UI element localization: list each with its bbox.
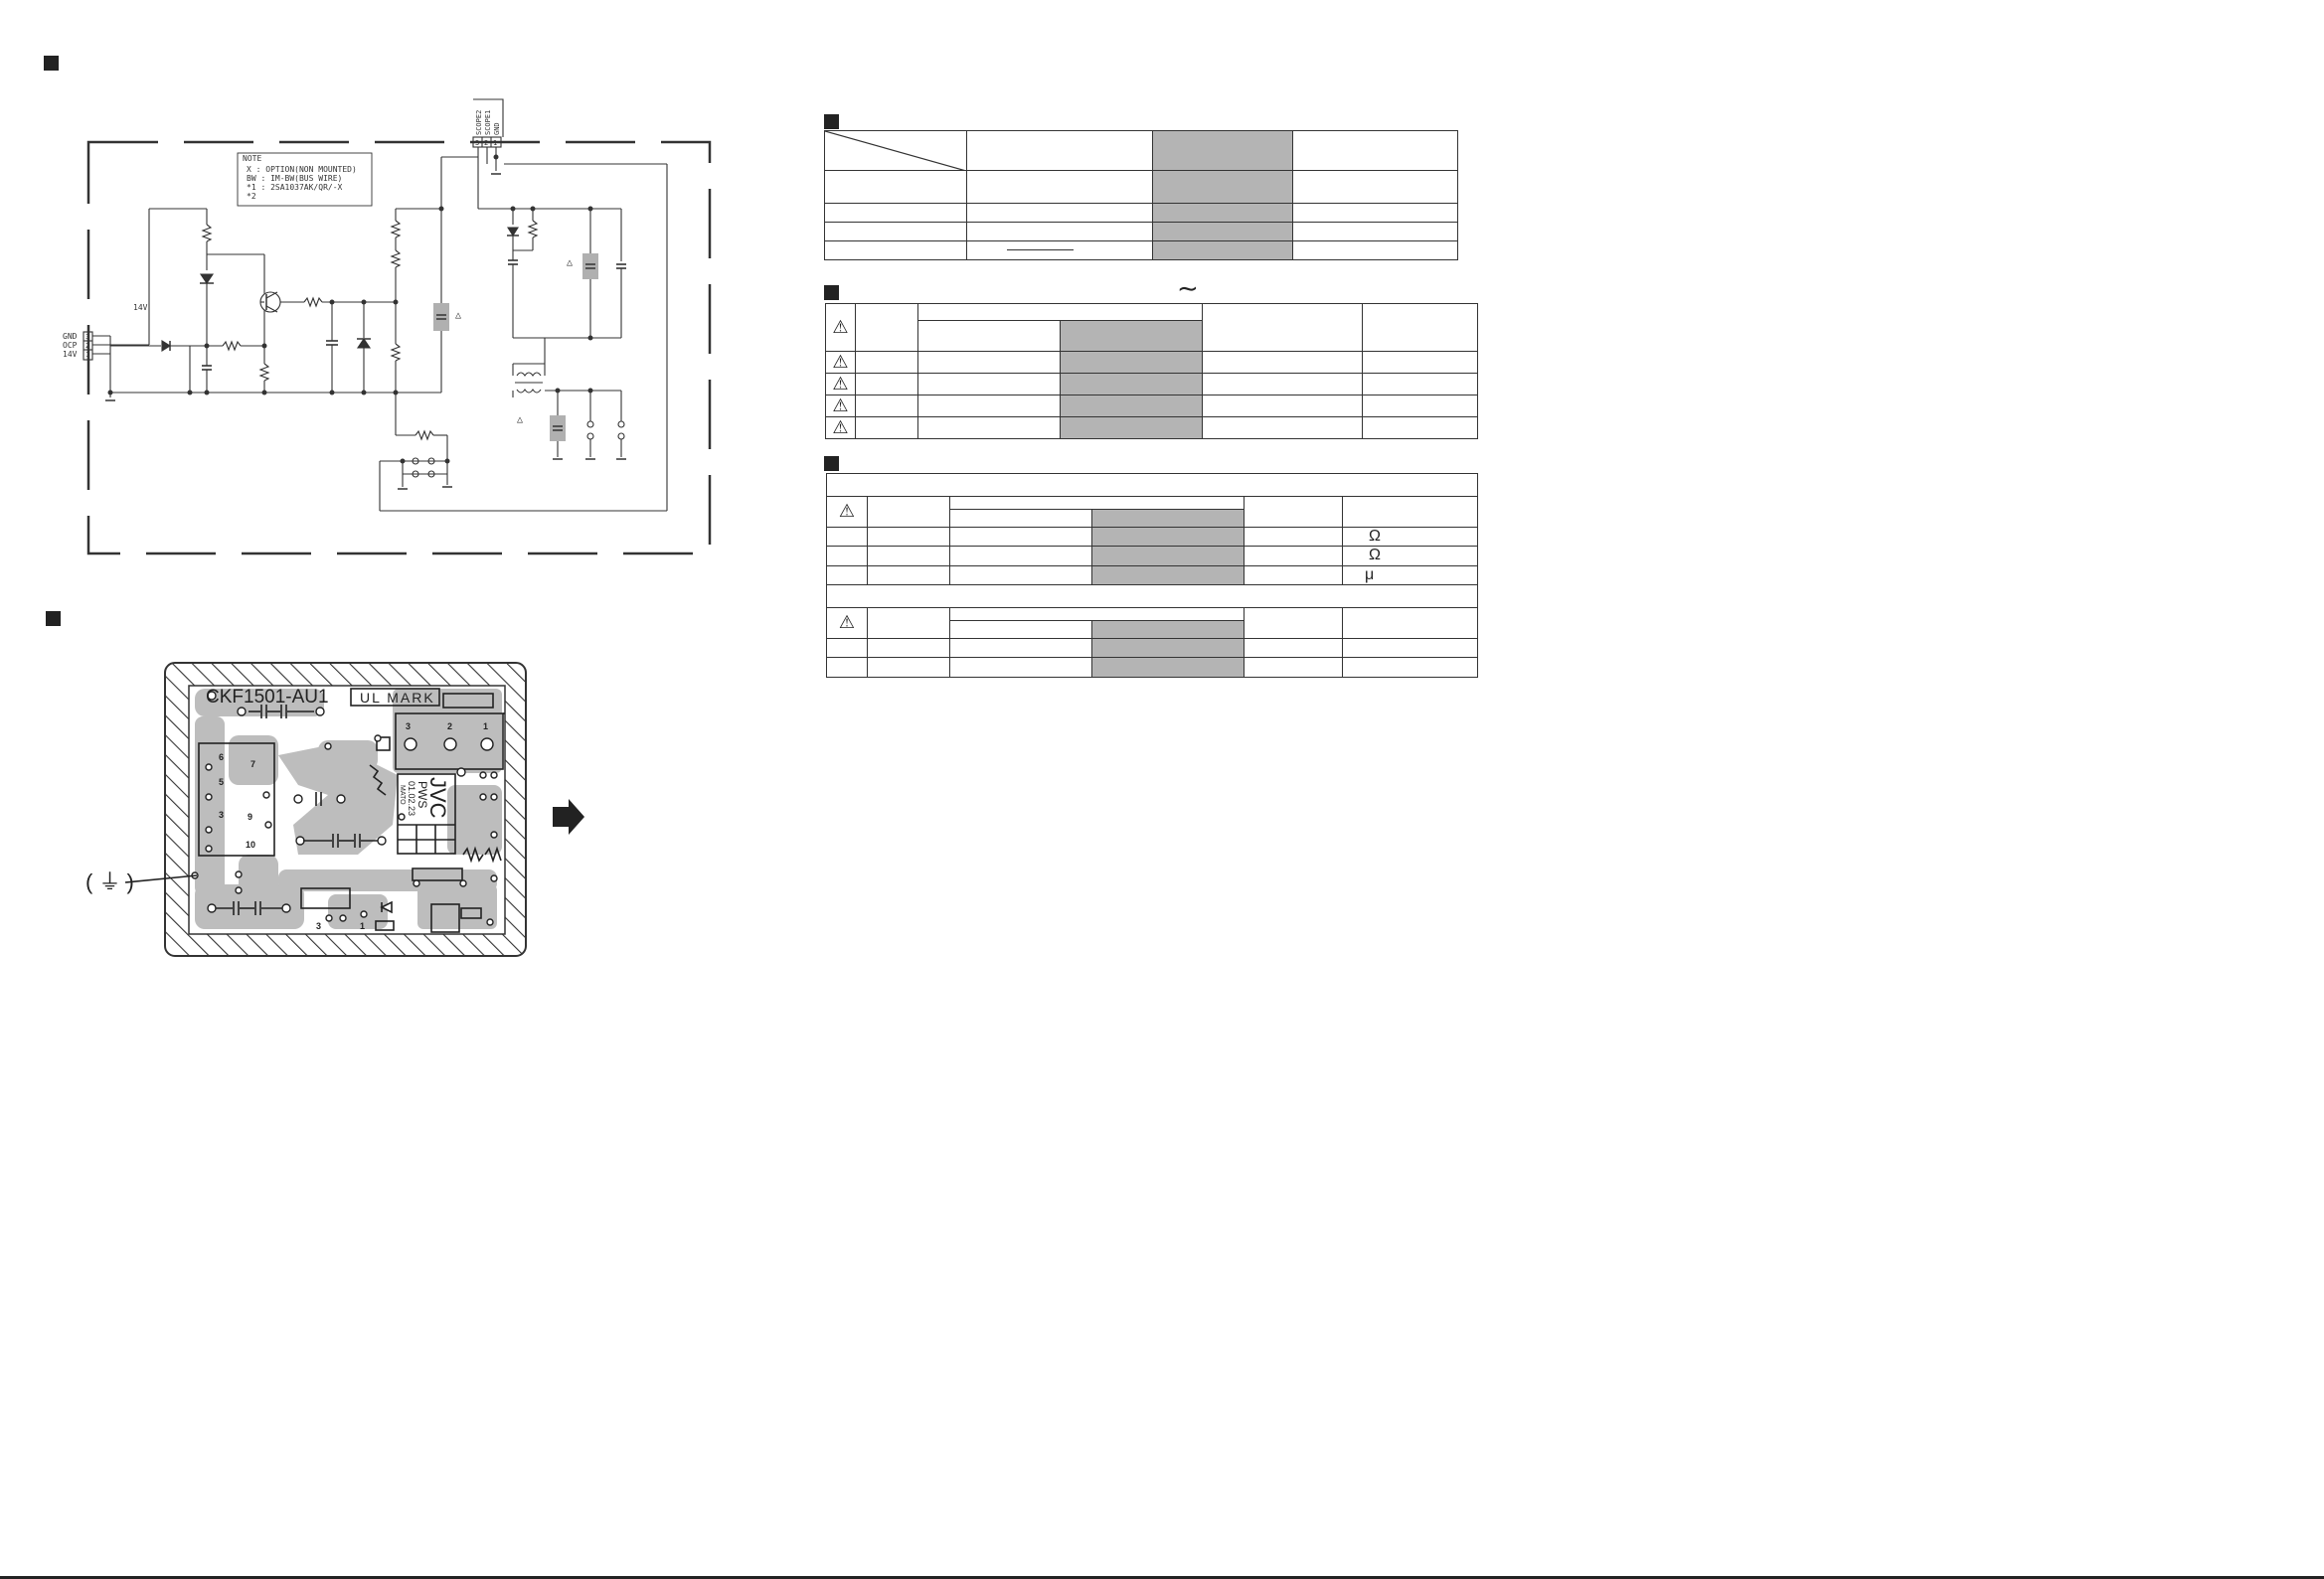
left-connector-label-gnd: GND xyxy=(63,332,78,341)
tilde-mark: ∼ xyxy=(1177,274,1199,304)
bottom-pin-1: 1 xyxy=(360,921,365,931)
warning-mark-1: △ xyxy=(455,310,461,321)
spec-table-2: ⚠ ⚠ ⚠ ⚠ ⚠ xyxy=(825,303,1478,439)
relay-pin-7: 7 xyxy=(250,759,255,769)
note-line-2: BW : IM-BW(BUS WIRE) xyxy=(247,174,342,183)
ohm-unit: Ω xyxy=(1369,547,1381,564)
connector-pin-3: 3 xyxy=(406,721,411,731)
warning-icon: ⚠ xyxy=(832,374,849,394)
warning-icon: ⚠ xyxy=(832,395,849,415)
section-marker-pcb xyxy=(46,611,61,626)
relay-pin-6: 6 xyxy=(219,752,224,762)
top-connector-pin-2: 2 xyxy=(484,139,488,147)
relay-pin-3: 3 xyxy=(219,810,224,820)
pcb-brand: JVC xyxy=(425,777,450,819)
pcb-board-code: PWS xyxy=(415,781,429,808)
connector-pin-1: 1 xyxy=(483,721,488,731)
pcb-layout: CKF1501-AU1 UL MARK JVC PWS 01.02.23 MAT… xyxy=(85,662,584,957)
top-connector-pin-1: 1 xyxy=(493,139,497,147)
note-line-1: X : OPTION(NON MOUNTED) xyxy=(247,165,357,174)
left-connector-label-14v: 14V xyxy=(63,350,78,359)
section-marker-schematic xyxy=(44,56,59,71)
left-connector-pin-1: 1 xyxy=(85,351,89,359)
top-connector-label-gnd: GND xyxy=(493,122,501,135)
left-connector-label-ocp: OCP xyxy=(63,341,78,350)
warning-icon: ⚠ xyxy=(838,612,856,633)
ground-label: ( ⏚ ) xyxy=(85,869,134,894)
section-marker-table-3 xyxy=(824,456,839,471)
ohm-unit: Ω xyxy=(1369,527,1381,545)
note-line-4: *2 xyxy=(247,192,256,201)
page-bottom-rule xyxy=(0,1576,2324,1579)
spec-table-1 xyxy=(824,129,1458,261)
pcb-date-code: 01.02.23 xyxy=(407,781,416,816)
bottom-pin-3: 3 xyxy=(316,921,321,931)
relay-pin-5: 5 xyxy=(219,777,224,787)
spec-table-3: ⚠ Ω Ω μ ⚠ xyxy=(826,473,1478,678)
pcb-board-name: CKF1501-AU1 xyxy=(206,687,329,708)
left-connector-pin-3: 3 xyxy=(85,333,89,341)
relay-pin-9: 9 xyxy=(248,812,252,822)
connector-pin-2: 2 xyxy=(447,721,452,731)
warning-mark-2: △ xyxy=(567,257,573,268)
warning-icon: ⚠ xyxy=(832,417,849,437)
top-connector-label-scope2: SCOPE2 xyxy=(475,110,483,135)
top-connector-label-scope1: SCOPE1 xyxy=(484,110,492,135)
warning-icon: ⚠ xyxy=(832,352,849,372)
warning-mark-3: △ xyxy=(517,414,523,425)
note-line-3: *1 : 2SA1037AK/QR/-X xyxy=(247,183,343,192)
left-connector-pin-2: 2 xyxy=(85,342,89,350)
warning-icon: ⚠ xyxy=(838,501,856,522)
schematic-diagram: NOTE X : OPTION(NON MOUNTED) BW : IM-BW(… xyxy=(63,98,712,555)
voltage-label: 14V xyxy=(133,303,148,312)
section-marker-table-1 xyxy=(824,114,839,129)
diagonal-header-line xyxy=(825,131,966,171)
section-marker-table-2 xyxy=(824,285,839,300)
note-title: NOTE xyxy=(243,154,261,163)
micro-unit: μ xyxy=(1365,565,1375,583)
underline-mark xyxy=(1007,248,1074,250)
top-connector-pin-3: 3 xyxy=(475,139,479,147)
warning-icon: ⚠ xyxy=(832,317,849,337)
pcb-ul-mark: UL MARK xyxy=(360,690,435,706)
pcb-place-code: MATO xyxy=(399,785,406,805)
relay-pin-10: 10 xyxy=(246,840,255,850)
